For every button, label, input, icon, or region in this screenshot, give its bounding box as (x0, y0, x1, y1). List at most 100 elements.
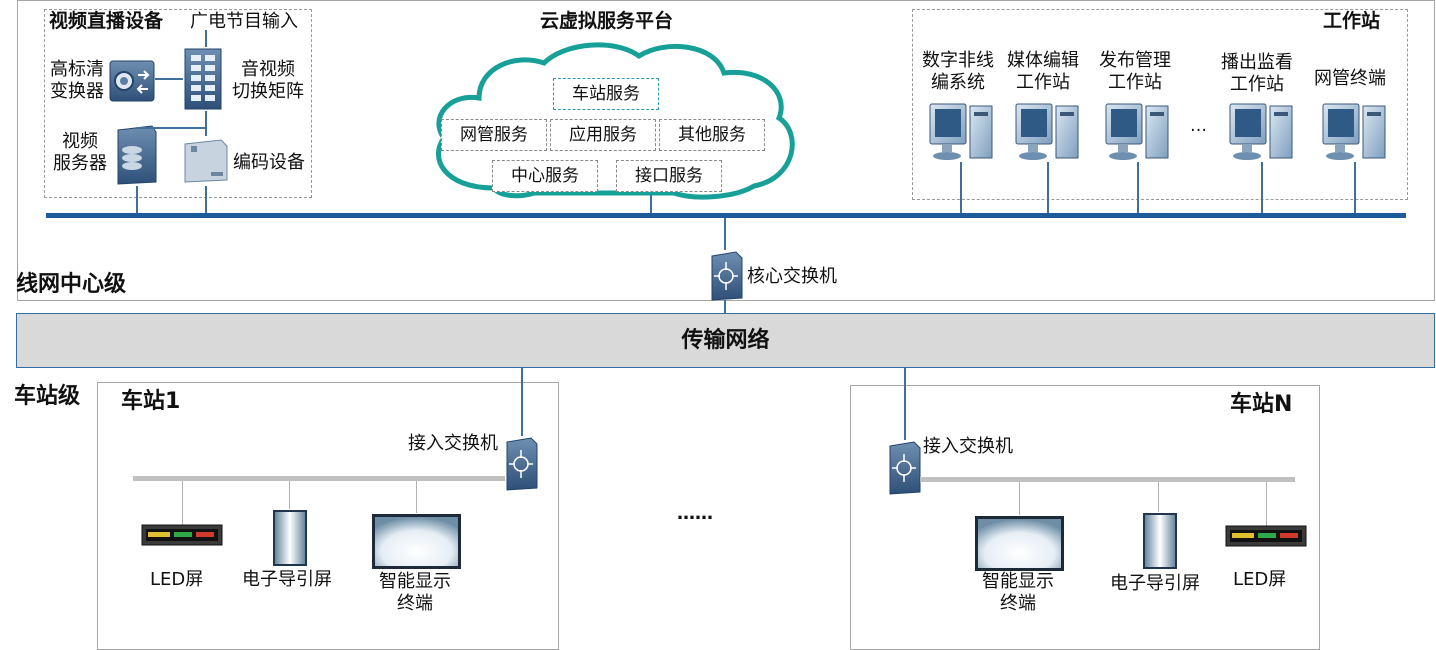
workstation-line: 工作站 (1108, 72, 1162, 93)
av-matrix-line2: 切换矩阵 (232, 81, 304, 102)
video-server-icon (112, 124, 160, 186)
stationN-uplink (904, 368, 906, 440)
station1-frame (97, 382, 559, 650)
workstation-line: 工作站 (1016, 72, 1070, 93)
center-level-frame (17, 0, 1435, 301)
station1-guide-label: 电子导引屏 (242, 569, 332, 590)
center-bus-line (46, 213, 1406, 218)
workstation-line: 网管终端 (1314, 68, 1386, 89)
hd-converter-line1: 高标清 (50, 59, 104, 80)
stationN-guide-label: 电子导引屏 (1110, 573, 1200, 594)
computer-icon (1104, 100, 1172, 166)
workstation-line: 数字非线 (922, 50, 994, 71)
station1-drop-line (289, 481, 290, 509)
workstation-connector (960, 162, 962, 214)
stationN-switch-icon (886, 440, 922, 500)
station-ellipsis: …… (677, 503, 713, 524)
computer-icon (1321, 100, 1389, 166)
core-switch-connector (724, 218, 726, 250)
video-server-label: 视频 服务器 (50, 131, 110, 175)
other-service-box: 其他服务 (659, 119, 765, 151)
core-switch-icon (708, 250, 744, 306)
core-switch-connector (724, 300, 726, 314)
cloud-connector (650, 195, 652, 214)
stationN-bus-line (920, 477, 1295, 482)
computer-icon (1228, 100, 1296, 166)
station1-drop-line (182, 481, 183, 525)
center-service-box: 中心服务 (492, 160, 598, 192)
station1-bus-line (133, 476, 505, 481)
stationN-drop-line (1019, 482, 1020, 515)
computer-icon (1014, 100, 1082, 166)
video-connector (205, 186, 207, 214)
station1-led-label: LED屏 (150, 569, 204, 590)
hd-converter-line2: 变换器 (50, 81, 104, 102)
stationN-display-icon (974, 515, 1066, 577)
video-group-frame (44, 9, 312, 198)
video-server-line1: 视频 (62, 131, 98, 152)
hd-converter-icon (108, 57, 156, 105)
workstation-line: 编系统 (931, 72, 985, 93)
stationN-display-line1: 智能显示 (982, 571, 1054, 592)
center-level-label: 线网中心级 (16, 272, 127, 297)
station1-guide-icon (272, 509, 308, 571)
workstations-frame (912, 9, 1408, 200)
stationN-led-label: LED屏 (1233, 569, 1287, 590)
station1-led-icon (140, 523, 226, 555)
stationN-drop-line (1266, 482, 1267, 526)
video-server-line2: 服务器 (53, 153, 107, 174)
station1-uplink (521, 368, 523, 436)
video-connector (136, 186, 138, 214)
workstation-line: 媒体编辑 (1007, 50, 1079, 71)
station1-title: 车站1 (121, 389, 181, 414)
station1-display-line2: 终端 (397, 593, 433, 614)
stationN-title: 车站N (1230, 392, 1293, 417)
workstation-label-publish: 发布管理 工作站 (1090, 50, 1180, 94)
av-matrix-label: 音视频 切换矩阵 (228, 59, 308, 103)
interface-service-box: 接口服务 (616, 160, 722, 192)
workstation-label-nle: 数字非线 编系统 (913, 50, 1003, 94)
stationN-drop-line (1158, 482, 1159, 512)
video-group-title: 视频直播设备 (49, 10, 164, 32)
workstations-title: 工作站 (1323, 10, 1381, 32)
transport-network-label: 传输网络 (681, 328, 770, 353)
stationN-frame (850, 385, 1320, 650)
cloud-title: 云虚拟服务平台 (540, 10, 674, 32)
workstations-ellipsis: … (1190, 116, 1207, 136)
app-service-box: 应用服务 (550, 119, 656, 151)
video-connector (205, 30, 207, 47)
computer-icon (928, 100, 996, 166)
video-connector (137, 127, 205, 129)
workstation-label-media: 媒体编辑 工作站 (998, 50, 1088, 94)
netmgmt-service-box: 网管服务 (441, 119, 547, 151)
station-service-box: 车站服务 (553, 78, 659, 110)
transport-network-bar (16, 313, 1435, 368)
av-matrix-line1: 音视频 (241, 59, 295, 80)
workstation-label-netmgmt: 网管终端 (1305, 68, 1395, 90)
broadcast-input-label: 广电节目输入 (190, 11, 298, 32)
workstation-connector (1261, 162, 1263, 214)
core-switch-label: 核心交换机 (747, 266, 837, 287)
workstation-connector (1047, 162, 1049, 214)
video-connector (205, 111, 207, 136)
av-matrix-icon (183, 47, 225, 111)
video-connector (155, 78, 183, 80)
encoder-icon (181, 136, 231, 186)
station1-display-line1: 智能显示 (379, 571, 451, 592)
workstation-line: 播出监看 (1221, 52, 1293, 73)
stationN-guide-icon (1142, 512, 1178, 574)
station1-display-label: 智能显示 终端 (370, 571, 460, 615)
station1-display-icon (371, 513, 463, 575)
workstation-connector (1137, 162, 1139, 214)
stationN-display-line2: 终端 (1000, 593, 1036, 614)
station-level-label: 车站级 (14, 384, 81, 409)
encoder-label: 编码设备 (233, 152, 305, 173)
workstation-line: 工作站 (1230, 74, 1284, 95)
workstation-line: 发布管理 (1099, 50, 1171, 71)
station1-switch-label: 接入交换机 (408, 433, 498, 454)
station1-switch-icon (503, 436, 539, 496)
workstation-label-monitor: 播出监看 工作站 (1212, 52, 1302, 96)
workstation-connector (1354, 162, 1356, 214)
stationN-led-icon (1224, 524, 1310, 556)
stationN-display-label: 智能显示 终端 (973, 571, 1063, 615)
